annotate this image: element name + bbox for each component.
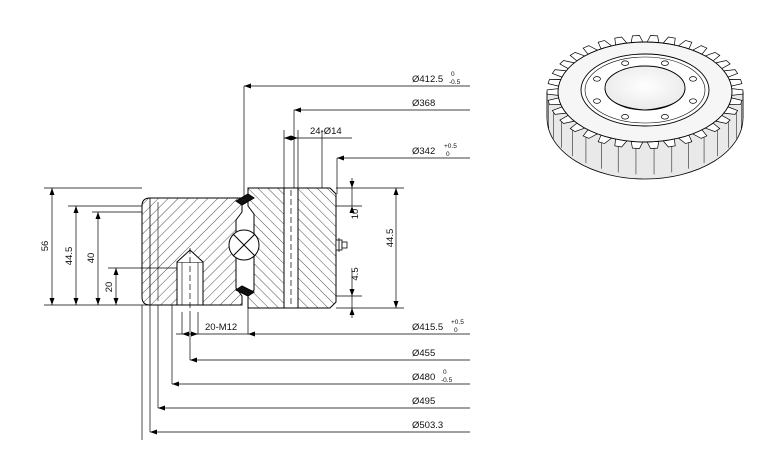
- gear-tooth: [646, 35, 660, 44]
- inner-ring-step: [584, 56, 706, 124]
- height-dimension-labels: 56 44.5 40 20 10 44.5 4.5: [40, 209, 396, 293]
- callout-d342-tol-upper: +0.5: [444, 143, 457, 150]
- gear-tooth: [731, 88, 744, 96]
- height-56: 56: [40, 241, 51, 252]
- dimension-lines: [44, 85, 470, 440]
- callout-d412-5-tol-upper: 0: [451, 71, 455, 78]
- callout-d415-5-tol-upper: +0.5: [451, 319, 464, 326]
- height-40: 40: [86, 253, 97, 264]
- mounting-hole: [661, 60, 669, 66]
- threaded-hole-callout: 20-M12: [205, 322, 237, 333]
- slewing-ring-3d-view: [546, 35, 744, 180]
- callout-d503-3: Ø503.3: [412, 420, 443, 431]
- callout-d342-tol-lower: 0: [446, 151, 450, 158]
- dimension-arrows: [49, 83, 399, 435]
- mounting-hole: [621, 114, 629, 120]
- height-44-5-left: 44.5: [64, 247, 75, 266]
- callout-d342: Ø342: [412, 146, 435, 157]
- mounting-hole: [621, 60, 629, 66]
- height-10: 10: [350, 209, 361, 220]
- mounting-hole: [689, 76, 697, 82]
- grease-nipple: [335, 238, 348, 252]
- gear-tooth: [546, 88, 559, 96]
- height-4-5: 4.5: [350, 267, 361, 280]
- callout-d412-5: Ø412.5: [412, 74, 443, 85]
- callout-d495: Ø495: [412, 396, 435, 407]
- callout-d480: Ø480: [412, 372, 435, 383]
- hole-callouts: 24-Ø14 20-M12: [205, 126, 342, 333]
- callout-d415-5: Ø415.5: [412, 322, 443, 333]
- mounting-hole: [593, 76, 601, 82]
- callout-d368: Ø368: [412, 98, 435, 109]
- callout-d455: Ø455: [412, 348, 435, 359]
- height-20: 20: [104, 282, 115, 293]
- callout-d480-tol-upper: 0: [443, 369, 447, 376]
- right-callout-labels: Ø412.5 0 -0.5 Ø368 Ø342 +0.5 0 Ø415.5 +0…: [412, 71, 464, 431]
- callout-d412-5-tol-lower: -0.5: [449, 79, 461, 86]
- mounting-hole: [689, 98, 697, 104]
- height-44-5-right: 44.5: [385, 229, 396, 248]
- bore-inner-wall: [604, 87, 686, 111]
- seal-bottom: [235, 285, 255, 297]
- mounting-hole: [593, 98, 601, 104]
- callout-d415-5-tol-lower: 0: [454, 327, 458, 334]
- gear-tooth: [630, 35, 644, 44]
- bearing-cross-section: [141, 187, 348, 312]
- callout-d480-tol-lower: -0.5: [441, 377, 453, 384]
- mounting-holes: [593, 60, 697, 120]
- mounting-hole: [661, 114, 669, 120]
- bolt-hole-callout: 24-Ø14: [310, 126, 342, 137]
